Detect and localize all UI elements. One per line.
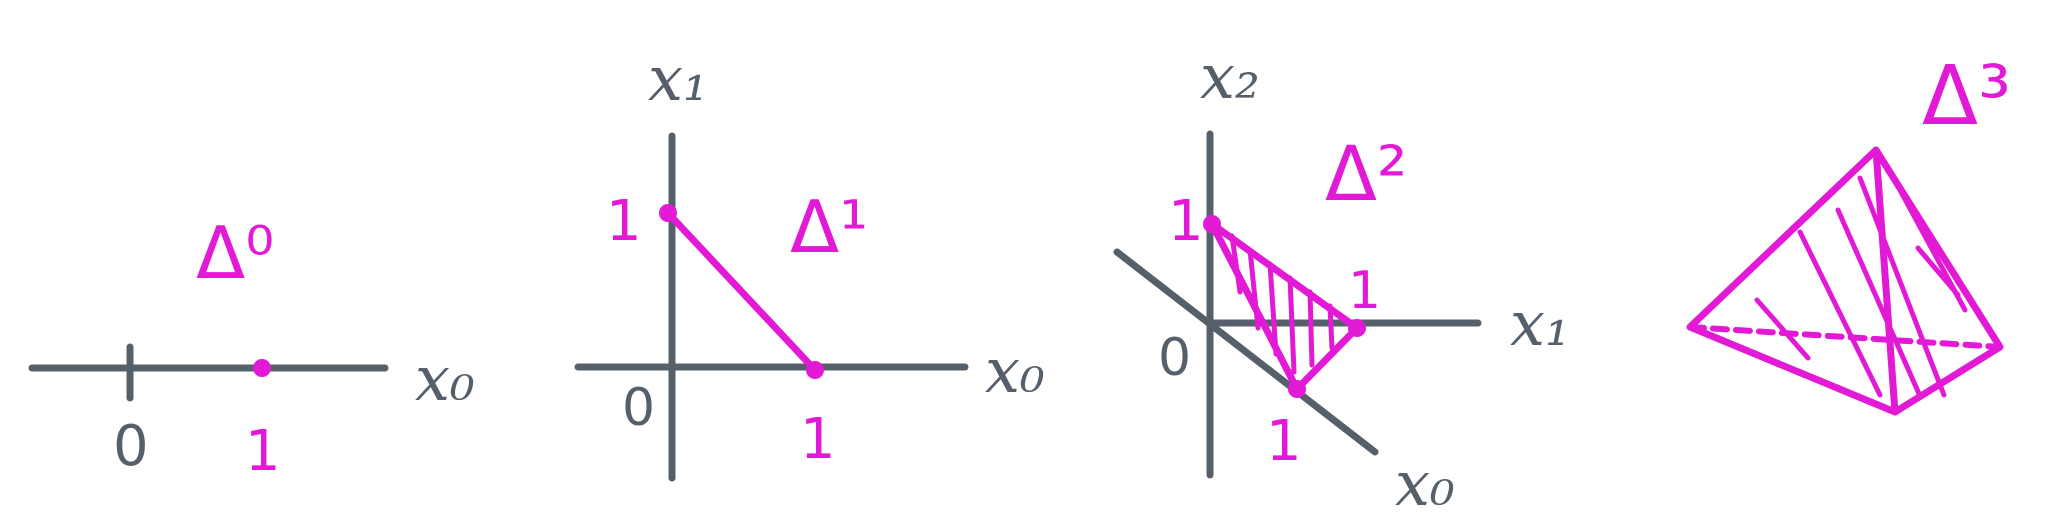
simplex-label: Δ² [1325,129,1407,218]
x0-axis-label: x₀ [1395,447,1455,520]
x1-axis-label: x₁ [1510,287,1570,360]
origin-label: 0 [1158,328,1191,388]
panel-delta-2: x₂ x₁ x₀ 0 1 1 1 Δ² [1113,40,1570,520]
panel-delta-0: x₀ 0 1 Δ⁰ [28,211,475,484]
simplex-segment [664,209,819,374]
hidden-edge [1687,324,2003,350]
tick-zero-label: 0 [113,414,149,479]
vertex-point-x0 [1288,380,1306,398]
origin-label: 0 [622,378,655,438]
tick-one-x1-label: 1 [606,189,642,254]
panel-delta-3: Δ³ [1686,49,2011,416]
x0-axis [1113,248,1379,456]
simplex-label: Δ⁰ [196,211,274,295]
x0-axis-label: x₀ [985,334,1045,407]
x0-axis-label: x₀ [415,342,475,415]
vertex-point-x2 [1203,215,1221,233]
tick-one-x0-label: 1 [800,407,836,472]
vertex-point-x1 [659,204,677,222]
tick-one-x1-label: 1 [1348,261,1381,321]
tetrahedron-hatching [1754,175,1968,399]
tick-one-x2-label: 1 [1168,189,1204,254]
tick-one-label: 1 [245,419,281,484]
tick-one-x0-label: 1 [1266,409,1302,474]
tetrahedron-front-edge [1872,146,1899,416]
x1-axis-label: x₁ [648,42,708,115]
vertex-point-x0 [806,361,824,379]
panel-delta-1: x₀ x₁ 0 1 1 Δ¹ [574,42,1045,482]
simplex-triangle [1208,220,1361,393]
simplex-label: Δ¹ [790,185,868,269]
x2-axis-label: x₂ [1200,40,1260,113]
tetrahedron-outline [1686,146,2004,416]
vertex-point-x1 [1348,319,1366,337]
vertex-point [253,359,271,377]
simplex-label: Δ³ [1922,49,2011,144]
